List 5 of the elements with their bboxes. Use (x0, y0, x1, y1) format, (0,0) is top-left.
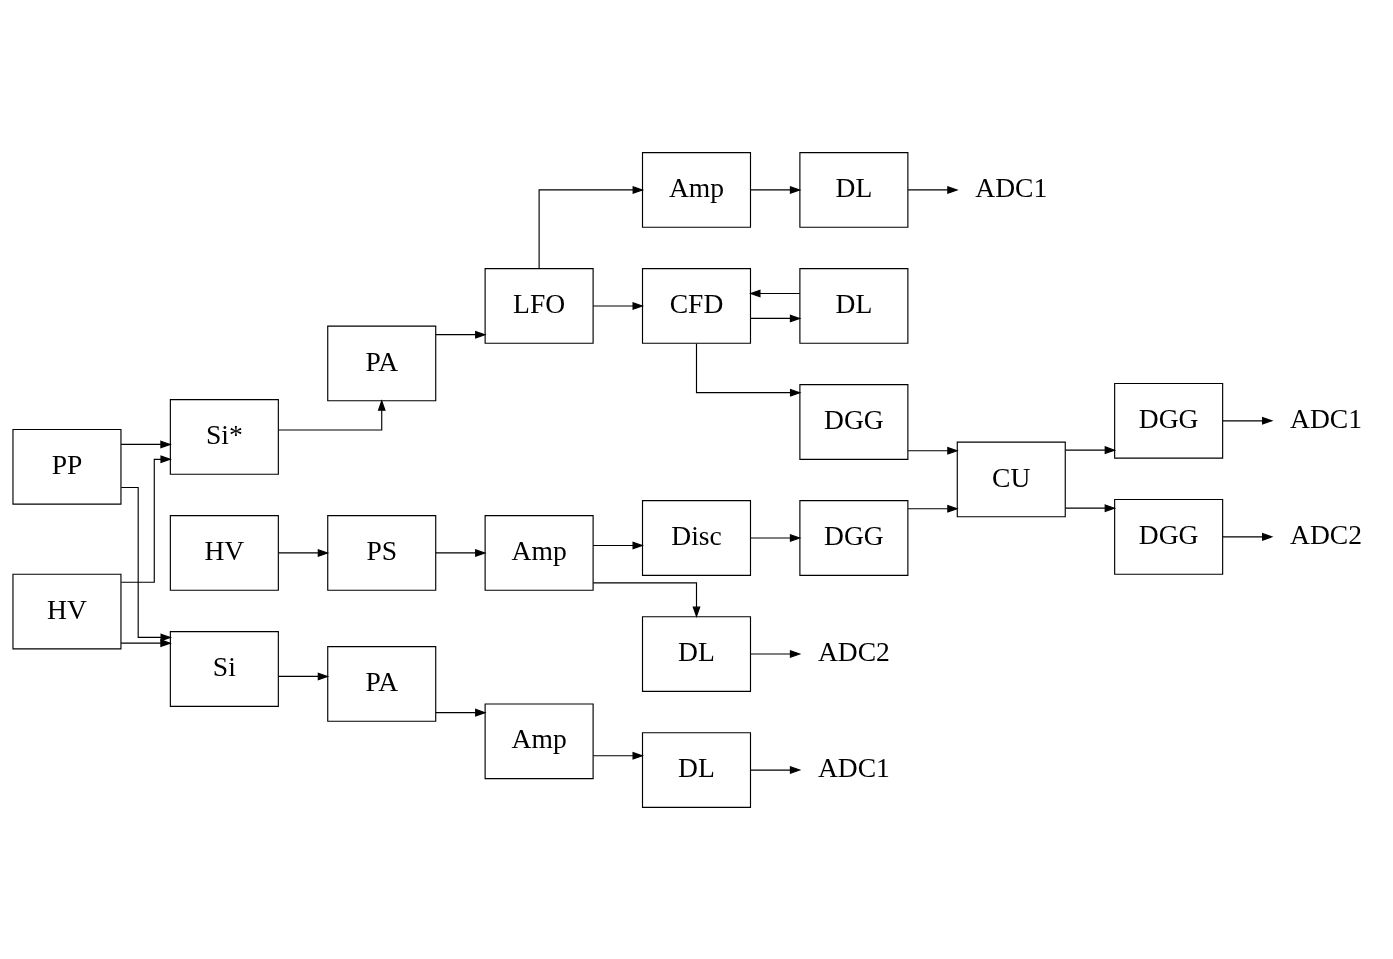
node-text: ADC1 (1290, 402, 1363, 434)
node-text: ADC1 (817, 751, 890, 783)
node-text: ADC1 (975, 171, 1048, 203)
node-text: ADC2 (1290, 518, 1363, 550)
node-text: ADC2 (817, 635, 890, 667)
